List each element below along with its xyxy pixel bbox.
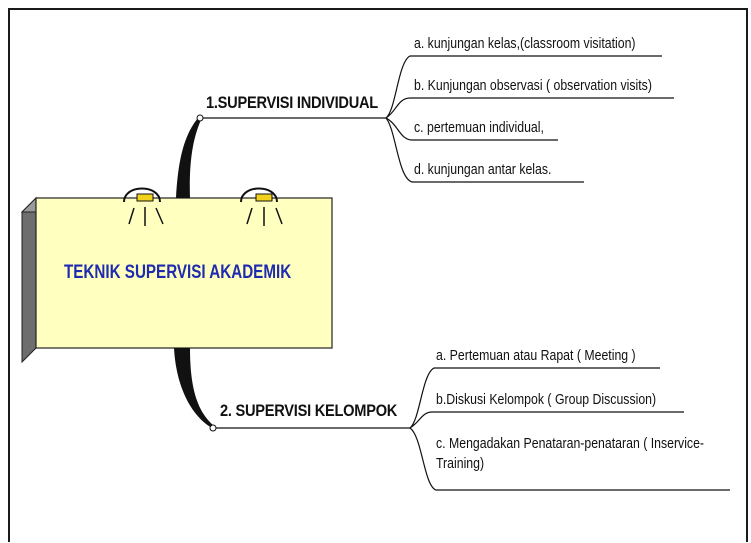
branch-1-item: c. pertemuan individual, xyxy=(414,119,544,136)
branch-2-item: a. Pertemuan atau Rapat ( Meeting ) xyxy=(436,347,636,364)
connector-branch-1 xyxy=(176,118,201,198)
diagram-frame xyxy=(8,8,748,542)
branch-1-fan xyxy=(385,55,674,183)
connector-branch-2 xyxy=(174,348,213,428)
branch-2-fan xyxy=(409,367,730,491)
branch-2-label: 2. SUPERVISI KELOMPOK xyxy=(220,401,398,420)
lamp-icon xyxy=(240,187,283,226)
branch-2-item: c. Mengadakan Penataran-penataran ( Inse… xyxy=(436,435,705,472)
branch-1-item: d. kunjungan antar kelas. xyxy=(414,161,552,178)
branch-1-item: a. kunjungan kelas,(classroom visitation… xyxy=(414,35,636,52)
central-box-side xyxy=(21,196,37,364)
central-title: TEKNIK SUPERVISI AKADEMIK xyxy=(64,262,292,283)
branch-1-label: 1.SUPERVISI INDIVIDUAL xyxy=(206,93,378,112)
branch-1-item: b. Kunjungan observasi ( observation vis… xyxy=(414,77,652,94)
branch-2-item: b.Diskusi Kelompok ( Group Discussion) xyxy=(436,391,657,408)
lamp-icon xyxy=(123,187,164,226)
